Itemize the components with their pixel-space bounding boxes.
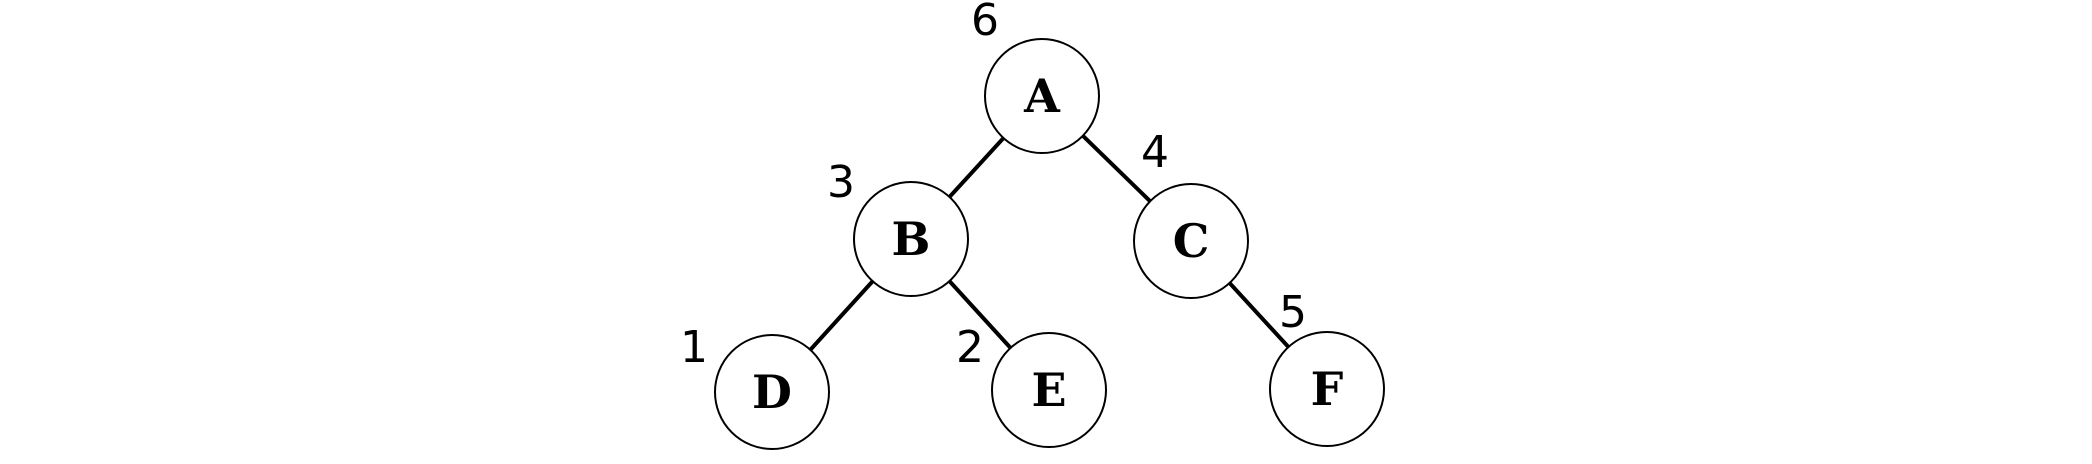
node-E-label: E <box>1031 363 1066 417</box>
node-A-circle <box>984 38 1100 154</box>
node-E: E 2 <box>956 322 1107 448</box>
node-D: D 1 <box>680 322 830 450</box>
node-D-annotation: 1 <box>680 322 708 373</box>
node-B-label: B <box>892 212 931 266</box>
node-C-annotation: 4 <box>1141 127 1169 178</box>
node-C-label: C <box>1173 214 1210 268</box>
node-E-annotation: 2 <box>956 322 984 373</box>
node-D-label: D <box>752 365 792 419</box>
node-B-circle <box>853 181 969 297</box>
node-E-circle <box>991 332 1107 448</box>
node-C-circle <box>1133 183 1249 299</box>
node-A-label: A <box>1023 69 1061 123</box>
node-F-circle <box>1269 331 1385 447</box>
node-F: F 5 <box>1269 287 1385 447</box>
node-D-circle <box>714 334 830 450</box>
node-F-label: F <box>1311 362 1344 416</box>
node-F-annotation: 5 <box>1279 287 1307 338</box>
node-A-annotation: 6 <box>971 0 999 46</box>
node-B: B 3 <box>827 157 969 297</box>
tree-nodes: A 6 B 3 C 4 D 1 E 2 <box>680 0 1385 450</box>
node-A: A 6 <box>971 0 1100 154</box>
node-C: C 4 <box>1133 127 1249 299</box>
node-B-annotation: 3 <box>827 157 855 208</box>
